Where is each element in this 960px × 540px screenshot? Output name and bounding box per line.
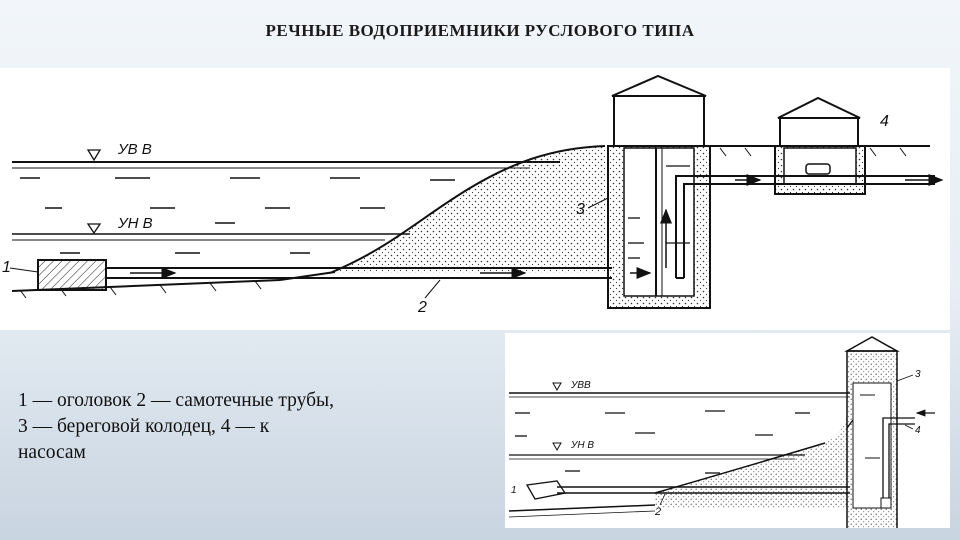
inset-low-level-marker: УН В bbox=[552, 440, 594, 452]
svg-text:УН В: УН В bbox=[570, 440, 594, 451]
svg-text:3: 3 bbox=[915, 369, 921, 380]
inset-gravity-pipe: 2 bbox=[557, 486, 850, 518]
main-diagram: УВ В УН В 1 2 bbox=[0, 68, 950, 330]
pump-station: 4 bbox=[705, 96, 944, 195]
inset-diagram: УВВ УН В 1 2 3 4 bbox=[505, 333, 950, 540]
caption-line-1: 1 — оголовок 2 — самотечные трубы, bbox=[18, 390, 334, 411]
water-body bbox=[12, 161, 560, 254]
intake-head: 1 bbox=[2, 259, 107, 291]
svg-text:УН В: УН В bbox=[117, 215, 153, 232]
svg-text:4: 4 bbox=[915, 425, 921, 436]
shore-well: 3 bbox=[576, 74, 760, 309]
svg-text:1: 1 bbox=[2, 259, 11, 276]
caption-line-3: насосам bbox=[18, 442, 86, 463]
inset-water-body bbox=[509, 392, 850, 474]
inset-shore-well: 3 4 bbox=[844, 336, 935, 540]
svg-text:1: 1 bbox=[511, 485, 517, 496]
svg-text:УВ В: УВ В bbox=[117, 141, 152, 158]
svg-text:УВВ: УВВ bbox=[570, 380, 591, 391]
svg-text:3: 3 bbox=[576, 201, 585, 218]
svg-text:2: 2 bbox=[654, 506, 661, 518]
legend-caption: 1 — оголовок 2 — самотечные трубы, 3 — б… bbox=[18, 388, 488, 466]
svg-text:2: 2 bbox=[417, 299, 427, 316]
inset-high-level-marker: УВВ bbox=[552, 380, 591, 392]
inset-intake-head: 1 bbox=[511, 480, 567, 500]
inset-riverbank bbox=[508, 394, 891, 518]
low-level-marker: УН В bbox=[86, 215, 153, 235]
gravity-pipe: 2 bbox=[106, 267, 612, 316]
slide-title: РЕЧНЫЕ ВОДОПРИЕМНИКИ РУСЛОВОГО ТИПА bbox=[265, 21, 695, 40]
caption-line-2: 3 — береговой колодец, 4 — к bbox=[18, 416, 270, 437]
svg-text:4: 4 bbox=[880, 113, 889, 130]
high-level-marker: УВ В bbox=[86, 141, 152, 162]
